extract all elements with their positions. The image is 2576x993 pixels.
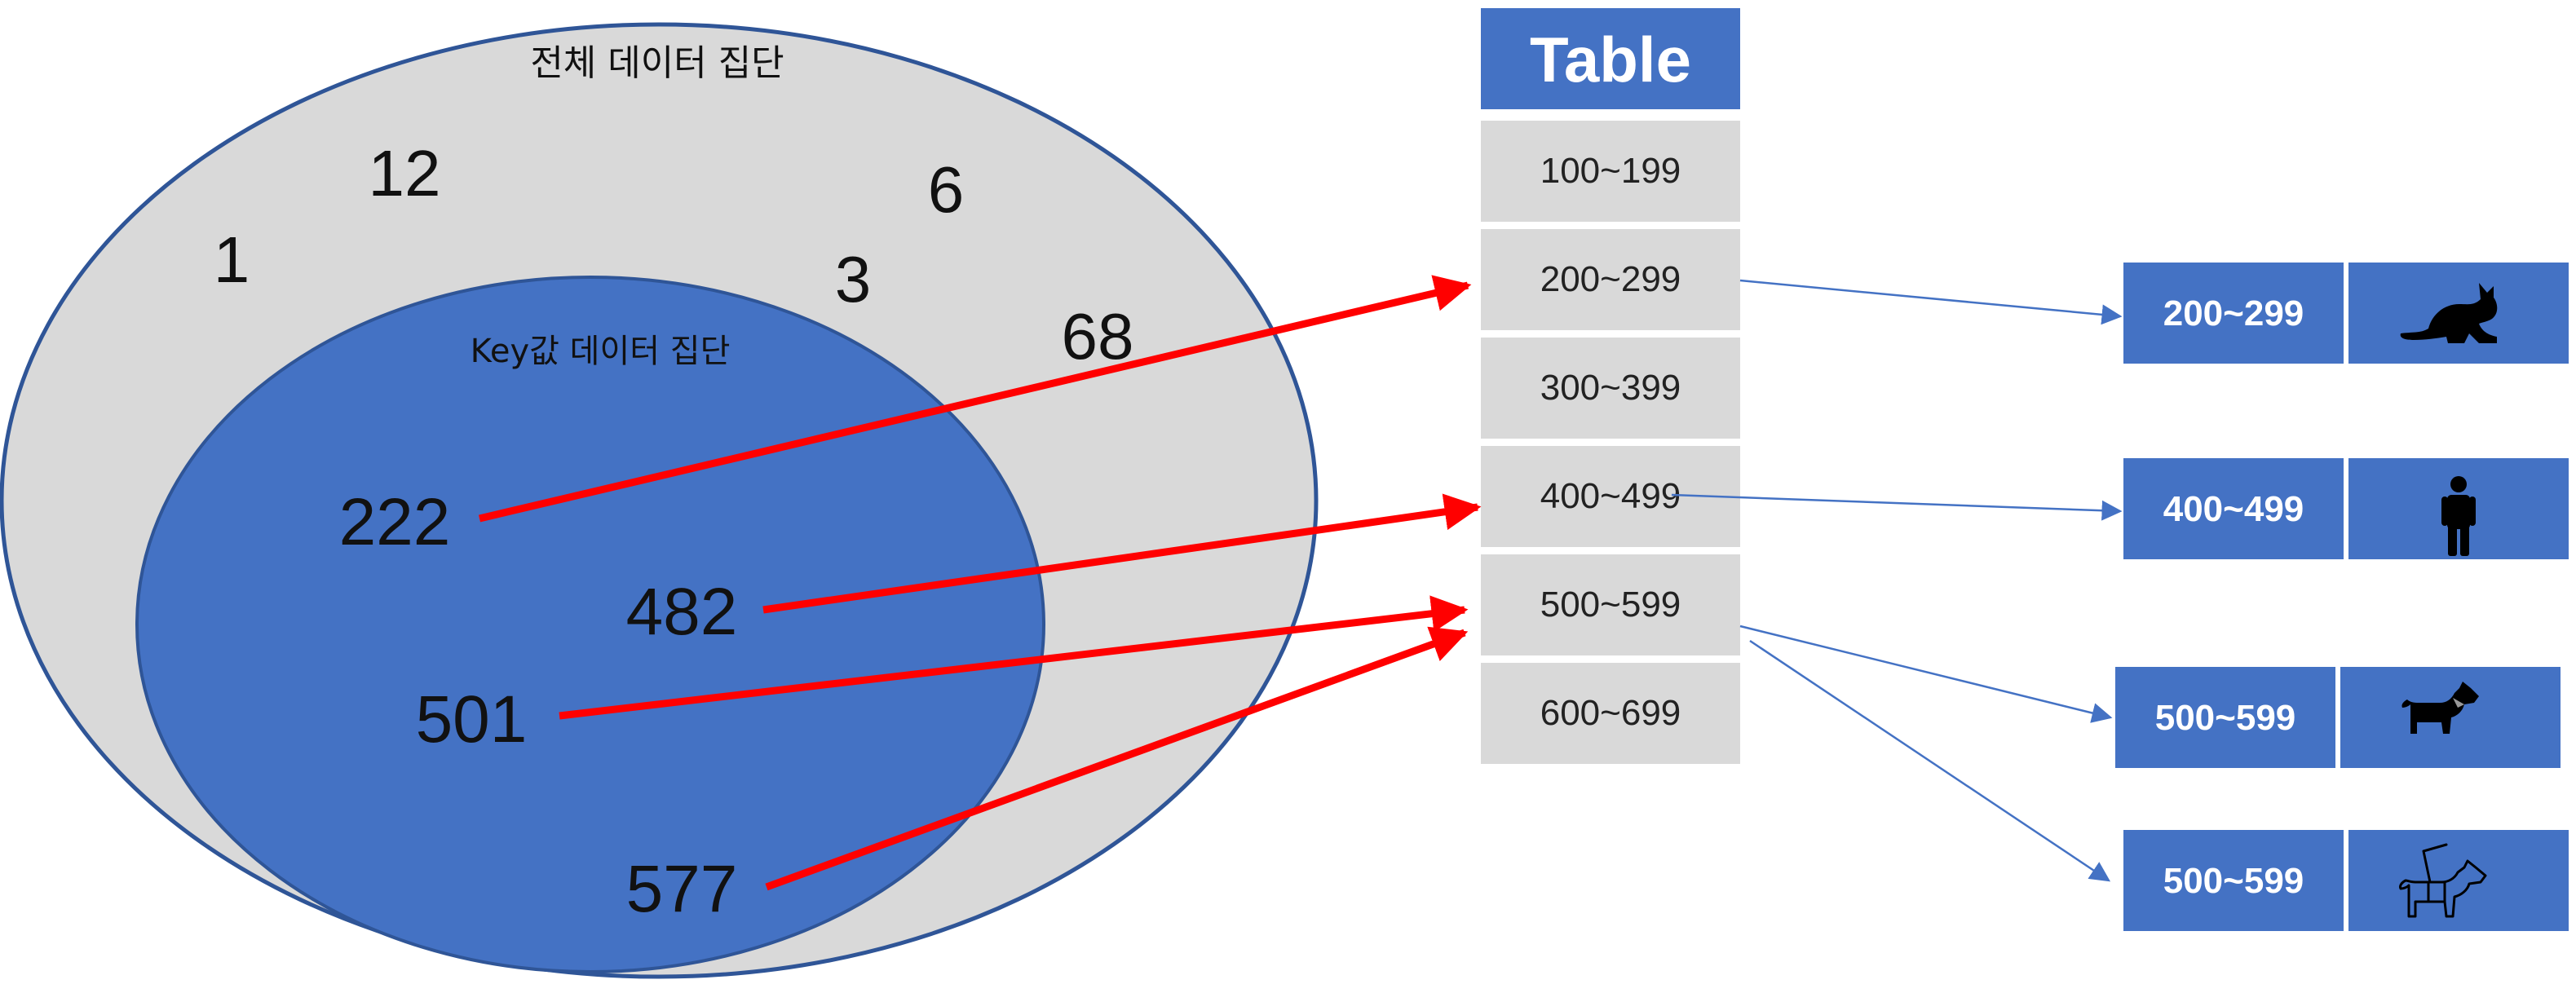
table-row bbox=[1481, 229, 1740, 330]
entry-icon-cell bbox=[2348, 830, 2569, 931]
table-row-label: 500~599 bbox=[1540, 585, 1681, 624]
table-row-label: 100~199 bbox=[1540, 151, 1681, 191]
key-number: 482 bbox=[626, 575, 738, 649]
inner-set-label: Key값 데이터 집단 bbox=[471, 333, 731, 370]
entry-key-cell bbox=[2123, 458, 2344, 559]
key-number: 577 bbox=[626, 852, 738, 926]
bucket-arrow bbox=[1671, 493, 2123, 521]
inner-set-ellipse bbox=[135, 276, 1045, 973]
entry-key-label: 500~599 bbox=[2163, 861, 2304, 901]
person-icon bbox=[2441, 476, 2476, 556]
key-number: 501 bbox=[416, 682, 528, 757]
bucket-arrow bbox=[1739, 279, 2123, 325]
entry-key-label: 400~499 bbox=[2163, 489, 2304, 529]
table-header-bg bbox=[1481, 8, 1740, 109]
table-row bbox=[1481, 663, 1740, 764]
outer-number: 3 bbox=[835, 243, 872, 316]
entry-key-label: 200~299 bbox=[2163, 293, 2304, 333]
table-header: Table bbox=[1530, 24, 1691, 95]
entry-key-cell bbox=[2123, 830, 2344, 931]
outer-number: 68 bbox=[1062, 300, 1134, 373]
hash-arrow bbox=[762, 493, 1482, 614]
table-row-label: 200~299 bbox=[1540, 259, 1681, 299]
table-row bbox=[1481, 338, 1740, 439]
dog-icon bbox=[2401, 682, 2479, 734]
hash-arrow bbox=[765, 626, 1469, 891]
hash-arrow bbox=[478, 275, 1472, 523]
guide-dog-icon bbox=[2399, 843, 2487, 918]
key-number: 222 bbox=[339, 485, 451, 559]
bucket-arrow bbox=[1739, 624, 2113, 723]
hash-arrow bbox=[559, 595, 1469, 720]
outer-set-label: 전체 데이터 집단 bbox=[530, 42, 784, 84]
outer-number: 1 bbox=[214, 223, 250, 296]
entry-key-label: 500~599 bbox=[2155, 698, 2296, 738]
table-row bbox=[1481, 554, 1740, 655]
table-row-label: 400~499 bbox=[1540, 476, 1681, 516]
table-row-label: 600~699 bbox=[1540, 693, 1681, 733]
bucket-arrow bbox=[1749, 639, 2111, 882]
cat-icon bbox=[2400, 283, 2498, 343]
outer-number: 12 bbox=[369, 137, 441, 210]
entry-key-cell bbox=[2115, 667, 2335, 768]
outer-number: 6 bbox=[928, 153, 965, 226]
entry-key-cell bbox=[2123, 263, 2344, 364]
table-row bbox=[1481, 121, 1740, 222]
table-row-label: 300~399 bbox=[1540, 368, 1681, 408]
